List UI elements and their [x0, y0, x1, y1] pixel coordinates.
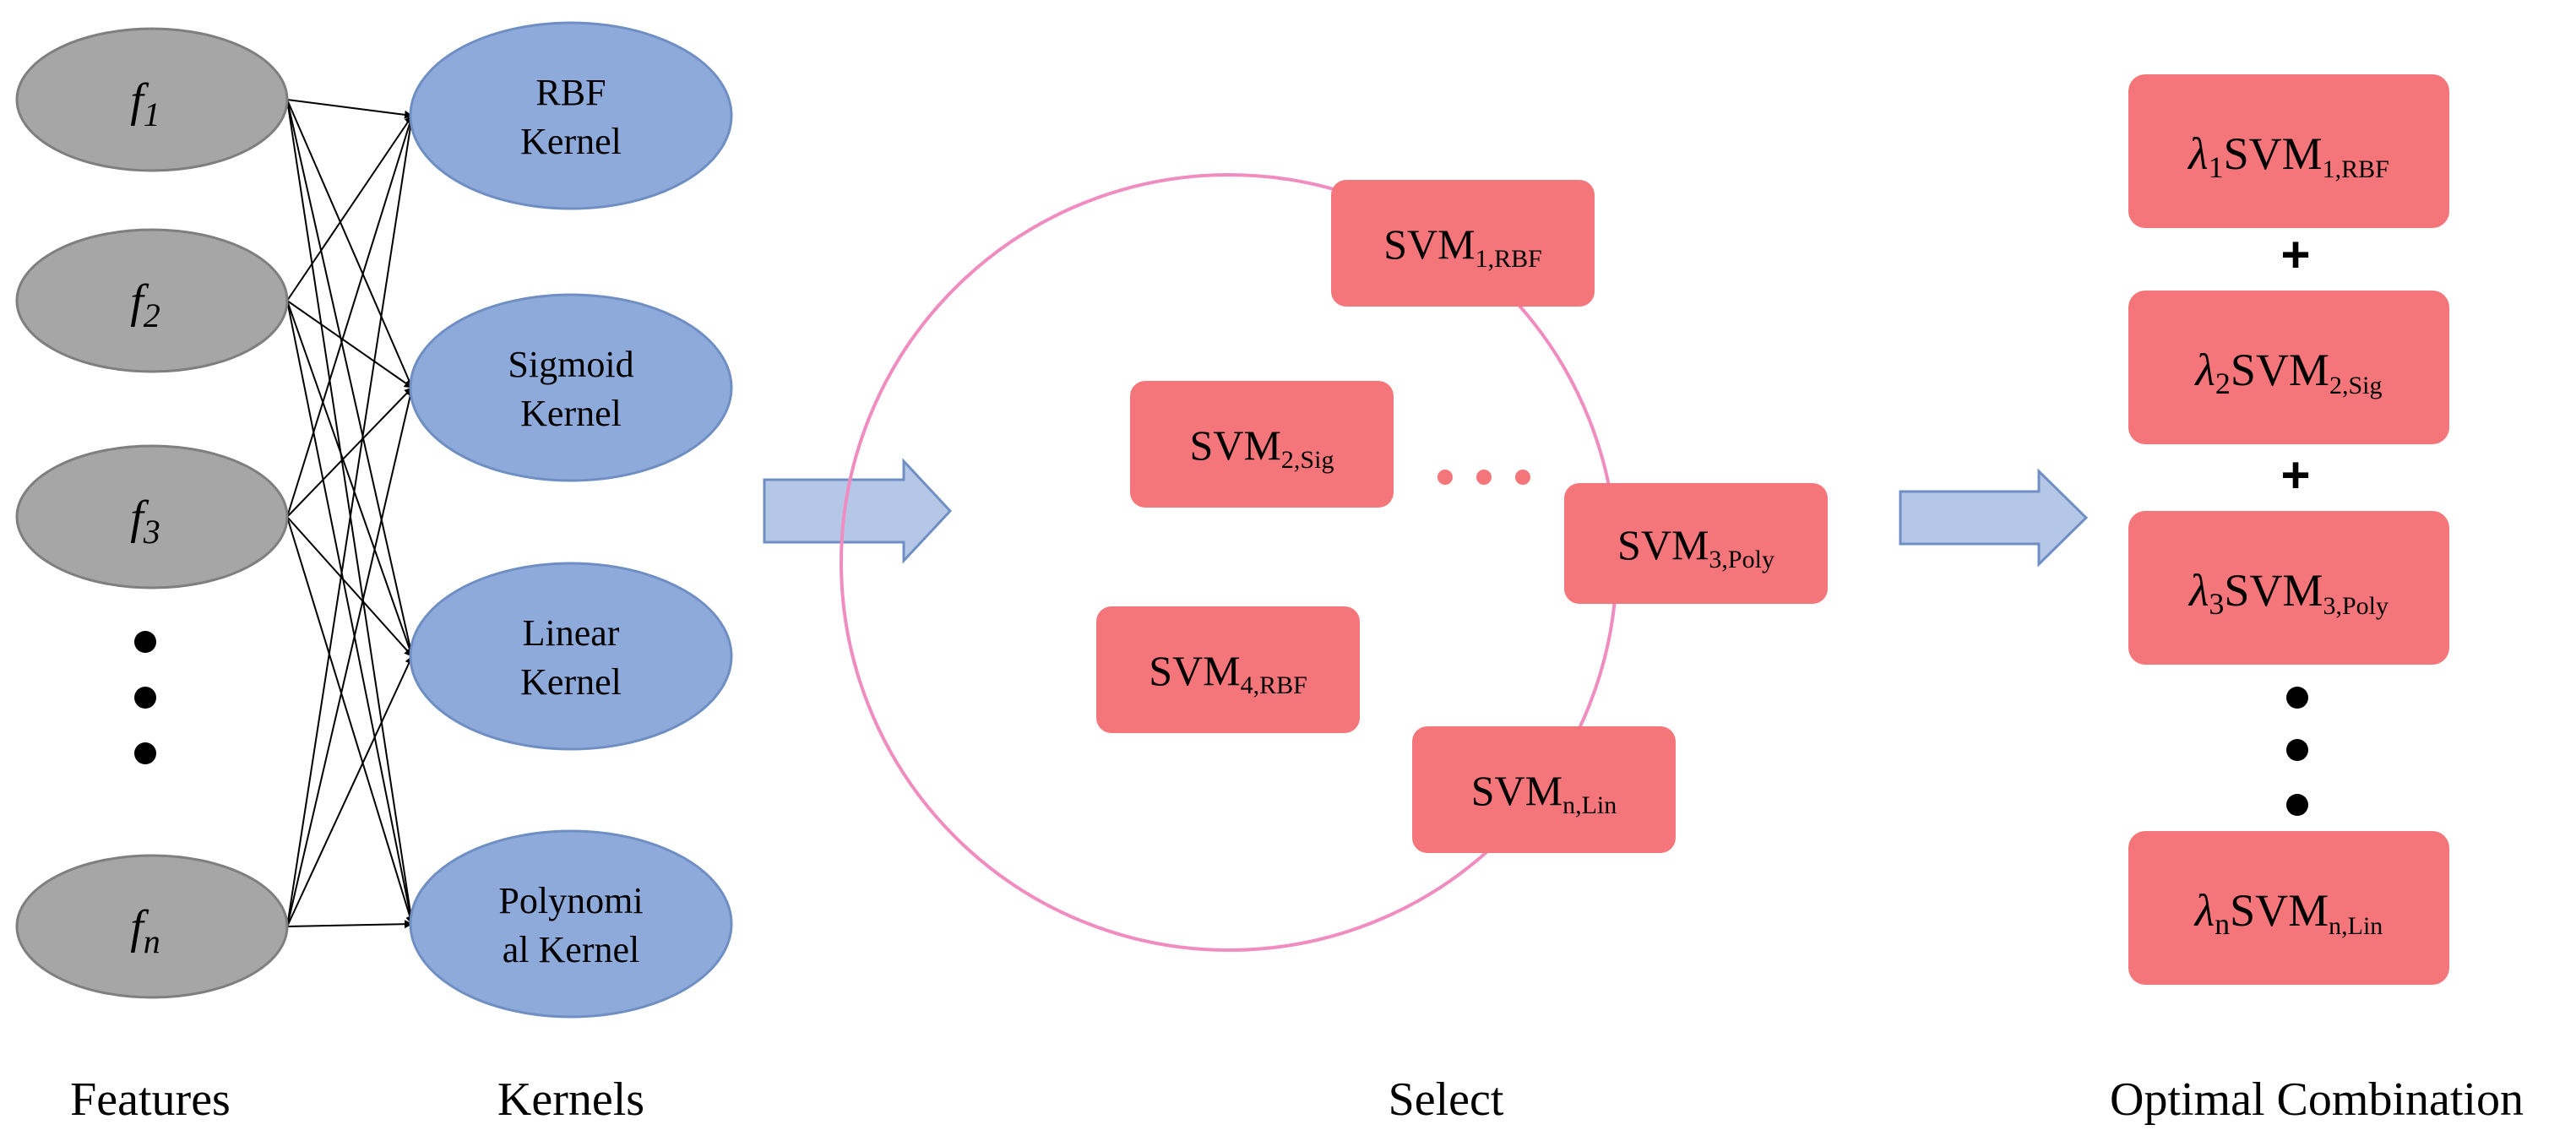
svm-subscript: 2,Sig	[1281, 446, 1334, 474]
svg-text:λ2SVM2,Sig: λ2SVM2,Sig	[2194, 345, 2383, 400]
svg-text:SVM1,RBF: SVM1,RBF	[1383, 220, 1542, 273]
svm-name: SVM	[2230, 885, 2329, 936]
connection-arrow-f4-k2	[286, 387, 415, 927]
feature-kernel-connections	[286, 99, 416, 929]
combination-box-1: λ1SVM1,RBF	[2128, 74, 2449, 228]
connection-arrow-f2-k2	[286, 300, 413, 388]
connection-arrow-f2-k1	[286, 115, 413, 302]
plus-sign-2: +	[2280, 447, 2310, 503]
select-ellipsis-dots	[1437, 470, 1530, 485]
lambda-subscript: 3	[2209, 587, 2224, 621]
connection-arrow-f2-k3	[286, 300, 414, 657]
svm-name: SVM	[2224, 128, 2323, 179]
lambda-subscript: 2	[2215, 367, 2231, 400]
svm-name: SVM	[2231, 345, 2329, 395]
connection-arrow-f3-k2	[286, 387, 413, 518]
svm-subscript: 1,RBF	[2323, 155, 2389, 183]
svm-name: SVM	[1617, 521, 1709, 568]
connection-arrow-f2-k4	[286, 300, 416, 925]
connection-arrow-f3-k3	[286, 516, 413, 657]
svm-box-1-rbf: SVM1,RBF	[1331, 180, 1595, 307]
svm-subscript: 3,Poly	[2323, 592, 2389, 620]
kernels-column-label: Kernels	[497, 1073, 644, 1126]
kernel-label-line2: al Kernel	[503, 929, 639, 970]
kernel-label-line1: RBF	[535, 72, 606, 113]
feature-node-1: f1	[15, 27, 289, 172]
combination-box-2: λ2SVM2,Sig	[2128, 291, 2449, 444]
svm-subscript: 4,RBF	[1241, 671, 1307, 699]
svm-box-3-poly: SVM3,Poly	[1564, 483, 1828, 604]
feature-node-n: fn	[15, 854, 289, 999]
svm-name: SVM	[1471, 767, 1562, 814]
feature-node-2: f2	[15, 228, 289, 373]
svm-subscript: n,Lin	[1562, 791, 1617, 819]
connection-arrow-f3-k1	[286, 115, 415, 518]
connection-arrow-f1-k1	[286, 99, 413, 119]
connection-arrow-f1-k2	[286, 99, 414, 388]
svg-text:SVM2,Sig: SVM2,Sig	[1190, 421, 1334, 474]
svm-box-n-lin: SVMn,Lin	[1412, 726, 1676, 853]
svg-text:SVMn,Lin: SVMn,Lin	[1471, 767, 1617, 819]
svg-text:λ3SVM3,Poly: λ3SVM3,Poly	[2187, 565, 2389, 621]
plus-sign-1: +	[2280, 226, 2310, 283]
svm-name: SVM	[1383, 220, 1475, 268]
svm-subscript: n,Lin	[2329, 912, 2383, 940]
connection-arrow-f4-k3	[286, 655, 413, 927]
feature-node-3: f3	[15, 444, 289, 590]
svm-subscript: 2,Sig	[2329, 372, 2383, 399]
svm-name: SVM	[1190, 421, 1281, 469]
features-ellipsis-dots	[134, 631, 156, 764]
kernel-label-line2: Kernel	[520, 661, 622, 703]
kernel-node-sigmoid: Sigmoid Kernel	[409, 293, 733, 482]
kernel-node-linear: Linear Kernel	[409, 562, 733, 751]
lambda-subscript: n	[2215, 907, 2230, 941]
connection-arrow-f1-k4	[286, 99, 416, 925]
lambda-symbol: λ	[2187, 565, 2209, 616]
svg-text:fn: fn	[130, 901, 160, 960]
kernel-label-line2: Kernel	[520, 393, 622, 434]
kernel-node-rbf: RBF Kernel	[409, 21, 733, 210]
svg-text:SVM3,Poly: SVM3,Poly	[1617, 521, 1774, 573]
combination-ellipsis-dots	[2286, 687, 2308, 816]
lambda-symbol: λ	[2193, 885, 2215, 936]
svg-text:λ1SVM1,RBF: λ1SVM1,RBF	[2187, 128, 2389, 184]
svm-box-4-rbf: SVM4,RBF	[1096, 606, 1360, 733]
connection-arrow-f1-k3	[286, 99, 415, 657]
feature-subscript: 3	[143, 513, 160, 551]
connection-arrow-f4-k4	[286, 920, 413, 929]
combination-box-n: λnSVMn,Lin	[2128, 831, 2449, 985]
lambda-symbol: λ	[2187, 128, 2208, 179]
connection-arrow-f3-k4	[286, 516, 415, 925]
feature-subscript: 2	[144, 296, 160, 334]
svm-name: SVM	[2224, 565, 2323, 616]
features-column-label: Features	[70, 1073, 231, 1126]
lambda-subscript: 1	[2209, 150, 2224, 184]
svg-text:SVM4,RBF: SVM4,RBF	[1149, 647, 1307, 699]
svm-subscript: 3,Poly	[1709, 546, 1774, 573]
optimal-combination-label: Optimal Combination	[2110, 1073, 2524, 1126]
svg-text:λnSVMn,Lin: λnSVMn,Lin	[2193, 885, 2383, 941]
connection-arrow-f4-k1	[286, 115, 416, 927]
svm-box-2-sig: SVM2,Sig	[1130, 381, 1394, 508]
feature-subscript: n	[144, 922, 160, 960]
right-arrow-2	[1899, 468, 2089, 568]
lambda-symbol: λ	[2194, 345, 2215, 395]
svm-name: SVM	[1149, 647, 1240, 694]
kernel-label-line1: Polynomi	[498, 880, 643, 921]
kernel-label-line1: Sigmoid	[508, 344, 633, 385]
feature-subscript: 1	[144, 95, 160, 133]
right-arrow-1	[763, 458, 953, 564]
svm-subscript: 1,RBF	[1475, 245, 1542, 273]
combination-box-3: λ3SVM3,Poly	[2128, 511, 2449, 665]
kernel-label-line2: Kernel	[520, 121, 622, 162]
kernel-node-polynomial: Polynomi al Kernel	[409, 829, 733, 1019]
kernel-label-line1: Linear	[523, 612, 620, 654]
select-column-label: Select	[1389, 1073, 1504, 1126]
